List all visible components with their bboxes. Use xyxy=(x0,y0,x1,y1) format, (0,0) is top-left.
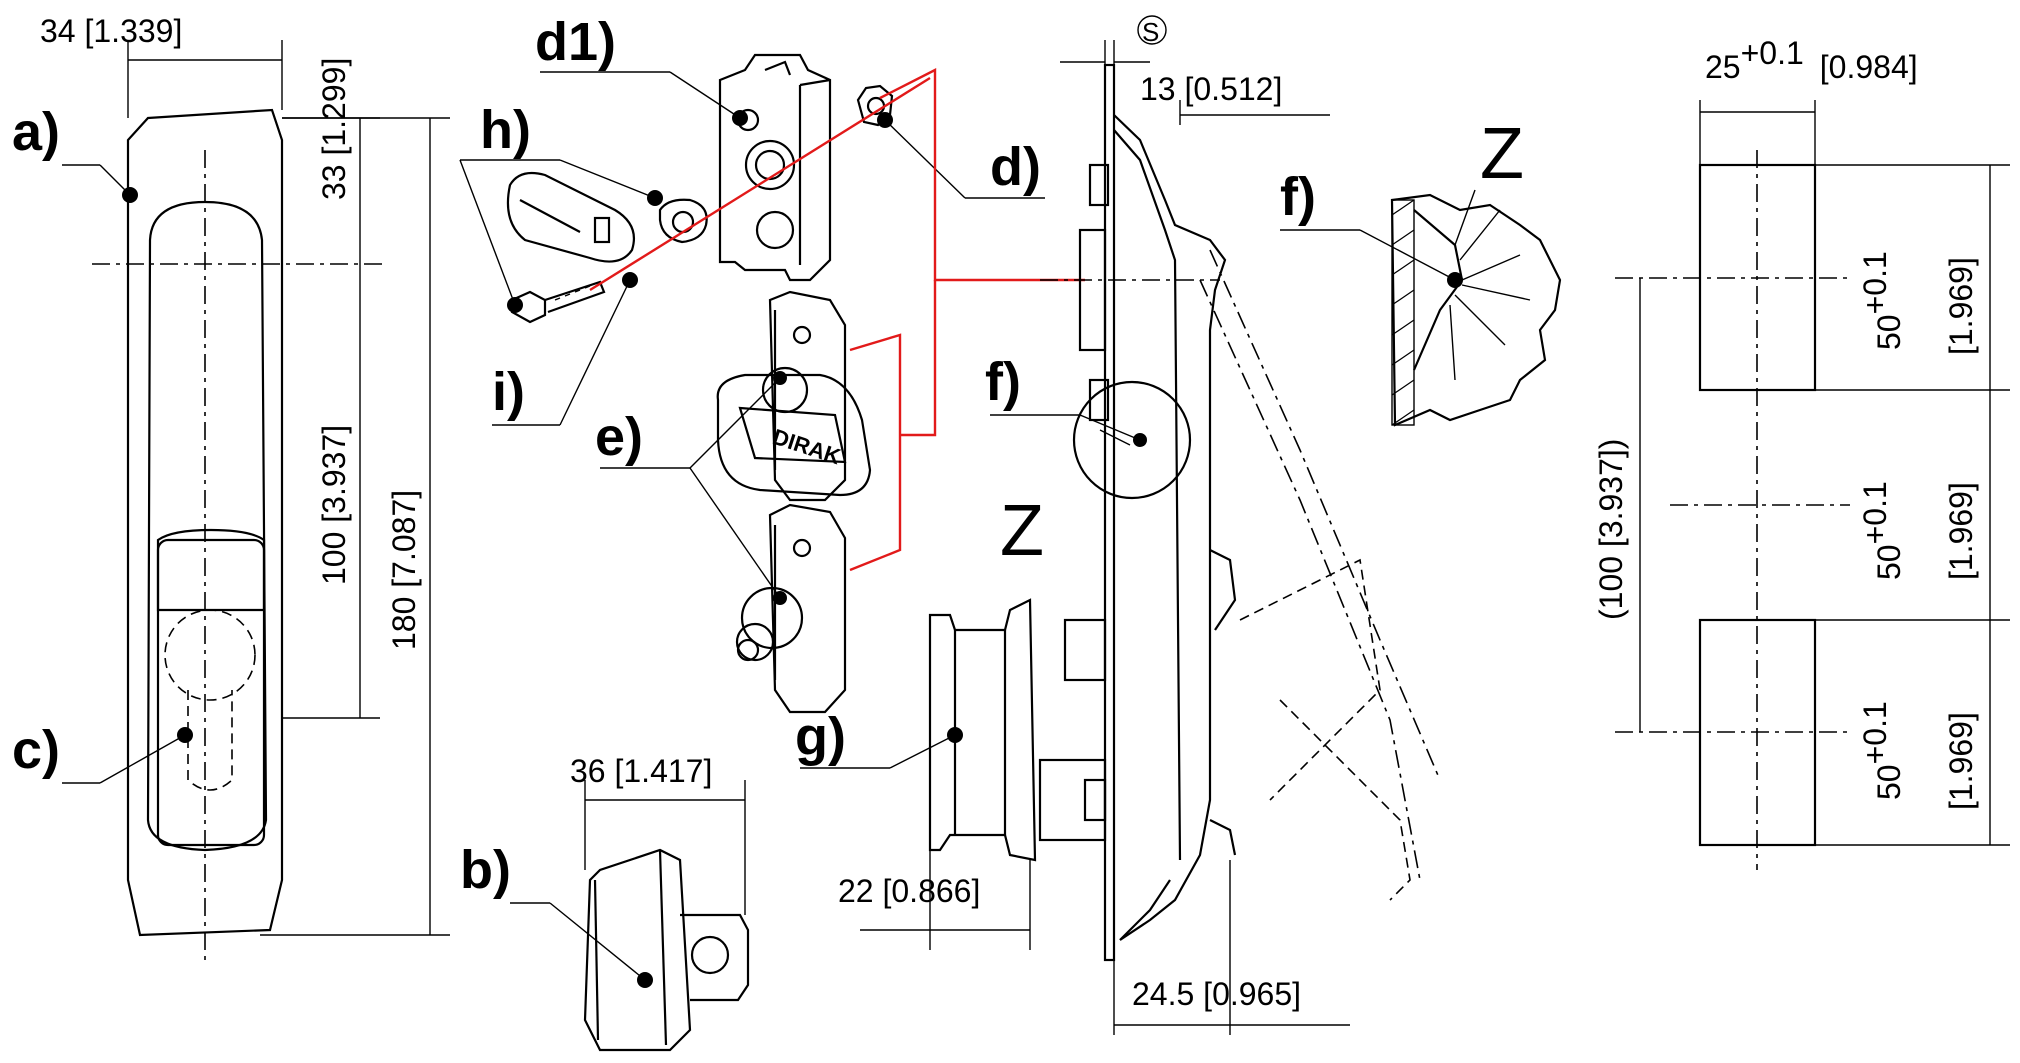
dimension-lines-front xyxy=(127,40,450,936)
label-b: b) xyxy=(460,840,511,900)
dim-cutout-height-in-1: [1.969] xyxy=(1943,257,1979,355)
dim-cutout-height-2: 50+0.1 xyxy=(1857,481,1907,580)
dim-cutout-width: 25+0.1[0.984] xyxy=(1705,35,1918,85)
assembly-axis xyxy=(589,76,931,292)
brand-mark: DIRAK xyxy=(770,424,844,469)
s-symbol-circle xyxy=(1137,15,1167,45)
view-z-section: Z xyxy=(1000,491,1044,571)
latch-b-view xyxy=(583,780,750,1052)
dim-cutout-height-in-2: [1.969] xyxy=(1943,482,1979,580)
cam-and-bolt xyxy=(506,171,708,324)
label-d1: d1) xyxy=(535,12,616,72)
label-h: h) xyxy=(480,100,531,160)
lock-insert-upper: DIRAK xyxy=(716,290,872,502)
dim-cutout-pitch: (100 [3.937]) xyxy=(1593,439,1629,620)
dim-depth: 24.5 [0.965] xyxy=(1132,976,1301,1012)
dim-width-top: 34 [1.339] xyxy=(40,13,182,49)
label-f-detail: f) xyxy=(1280,167,1316,227)
lock-housing-d1 xyxy=(718,53,832,282)
dim-latch-width: 36 [1.417] xyxy=(570,753,712,789)
detail-z-view xyxy=(1390,189,1562,427)
label-c: c) xyxy=(12,720,60,780)
dim-hole-pitch: 100 [3.937] xyxy=(316,425,352,585)
label-f-section: f) xyxy=(985,352,1021,412)
dim-panel-offset: 13 [0.512] xyxy=(1140,71,1282,107)
dim-base-depth: 22 [0.866] xyxy=(838,873,980,909)
dim-overall-length: 180 [7.087] xyxy=(386,490,422,650)
label-e: e) xyxy=(595,407,643,467)
panel-cutout-view xyxy=(1615,100,2010,870)
handle-front-view xyxy=(92,108,385,960)
s-symbol: S xyxy=(1142,17,1159,47)
dim-cutout-height-in-3: [1.969] xyxy=(1943,712,1979,810)
lock-insert-lower xyxy=(735,503,847,714)
label-d: d) xyxy=(990,137,1041,197)
view-z-detail: Z xyxy=(1480,114,1524,194)
dim-cutout-height-1: 50+0.1 xyxy=(1857,251,1907,350)
side-section-view xyxy=(1038,63,1441,962)
connection-lines xyxy=(849,68,1085,572)
dim-cutout-height-3: 50+0.1 xyxy=(1857,701,1907,800)
label-g: g) xyxy=(795,707,846,767)
label-i: i) xyxy=(492,362,525,422)
dim-top-offset: 33 [1.299] xyxy=(316,58,352,200)
label-a: a) xyxy=(12,102,60,162)
